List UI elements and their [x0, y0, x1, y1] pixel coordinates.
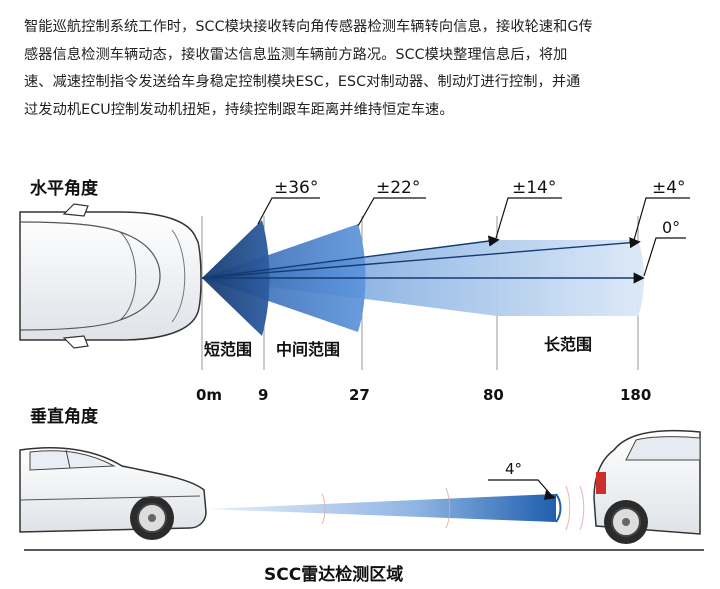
- top-view-car: [19, 203, 202, 349]
- angle-label-14: ±14°: [512, 178, 556, 198]
- angle-label-0: 0°: [662, 218, 680, 237]
- angle-leaders: [257, 197, 690, 277]
- intro-line-3: 速、减速控制指令发送给车身稳定控制模块ESC，ESC对制动器、制动灯进行控制，并…: [24, 74, 581, 90]
- angle-label-36: ±36°: [274, 178, 318, 198]
- range-label-long: 长范围: [544, 335, 592, 354]
- vertical-heading: 垂直角度: [30, 406, 99, 427]
- distance-label-27: 27: [349, 386, 370, 404]
- vertical-beam: [206, 494, 556, 522]
- intro-text: 智能巡航控制系统工作时，SCC模块接收转向角传感器检测车辆转向信息，接收轮速和G…: [24, 14, 700, 124]
- intro-line-4: 过发动机ECU控制发动机扭矩，持续控制跟车距离并维持恒定车速。: [24, 101, 454, 118]
- intro-line-2: 感器信息检测车辆动态，接收雷达信息监测车辆前方路况。SCC模块整理信息后，将加: [24, 46, 568, 63]
- radar-wave-arcs: [321, 485, 585, 531]
- radar-diagram: 水平角度 ±36° ±22° ±14° ±4° 0° 短范围 中间: [19, 178, 704, 585]
- distance-label-180: 180: [620, 386, 651, 404]
- vertical-angle-leader: [488, 479, 553, 497]
- distance-label-0: 0m: [196, 386, 222, 404]
- intro-line-1: 智能巡航控制系统工作时，SCC模块接收转向角传感器检测车辆转向信息，接收轮速和G…: [24, 19, 593, 35]
- side-view-car-right: [593, 429, 701, 544]
- distance-label-9: 9: [258, 386, 268, 404]
- beam-rays: [201, 235, 645, 284]
- side-view-car-left: [19, 446, 207, 540]
- vertical-angle-label: 4°: [505, 460, 522, 478]
- range-label-mid: 中间范围: [276, 340, 340, 359]
- diagram-caption: SCC雷达检测区域: [264, 564, 403, 585]
- horizontal-heading: 水平角度: [30, 178, 99, 199]
- angle-label-22: ±22°: [376, 178, 420, 198]
- range-label-short: 短范围: [204, 340, 252, 359]
- distance-label-80: 80: [483, 386, 504, 404]
- angle-label-4: ±4°: [652, 178, 686, 198]
